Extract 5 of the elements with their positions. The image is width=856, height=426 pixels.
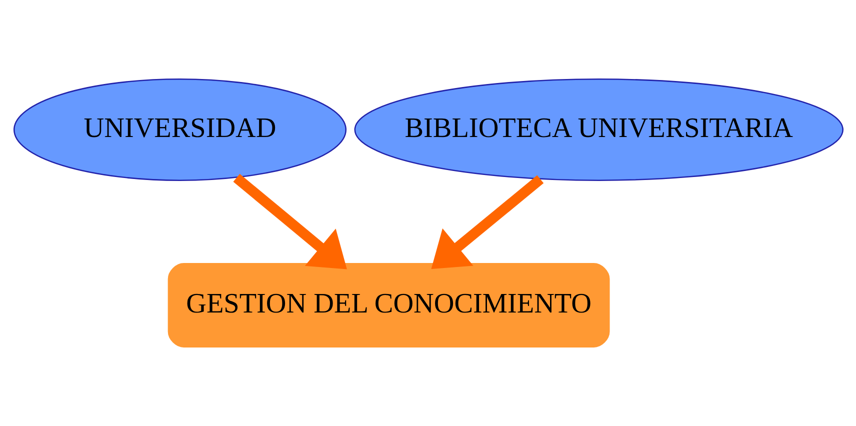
node-box: GESTION DEL CONOCIMIENTO (167, 262, 610, 348)
node-ellipse: UNIVERSIDAD (12, 78, 346, 181)
arrow (232, 174, 346, 270)
arrow (430, 175, 544, 270)
node-ellipse: BIBLIOTECA UNIVERSITARIA (354, 78, 843, 181)
